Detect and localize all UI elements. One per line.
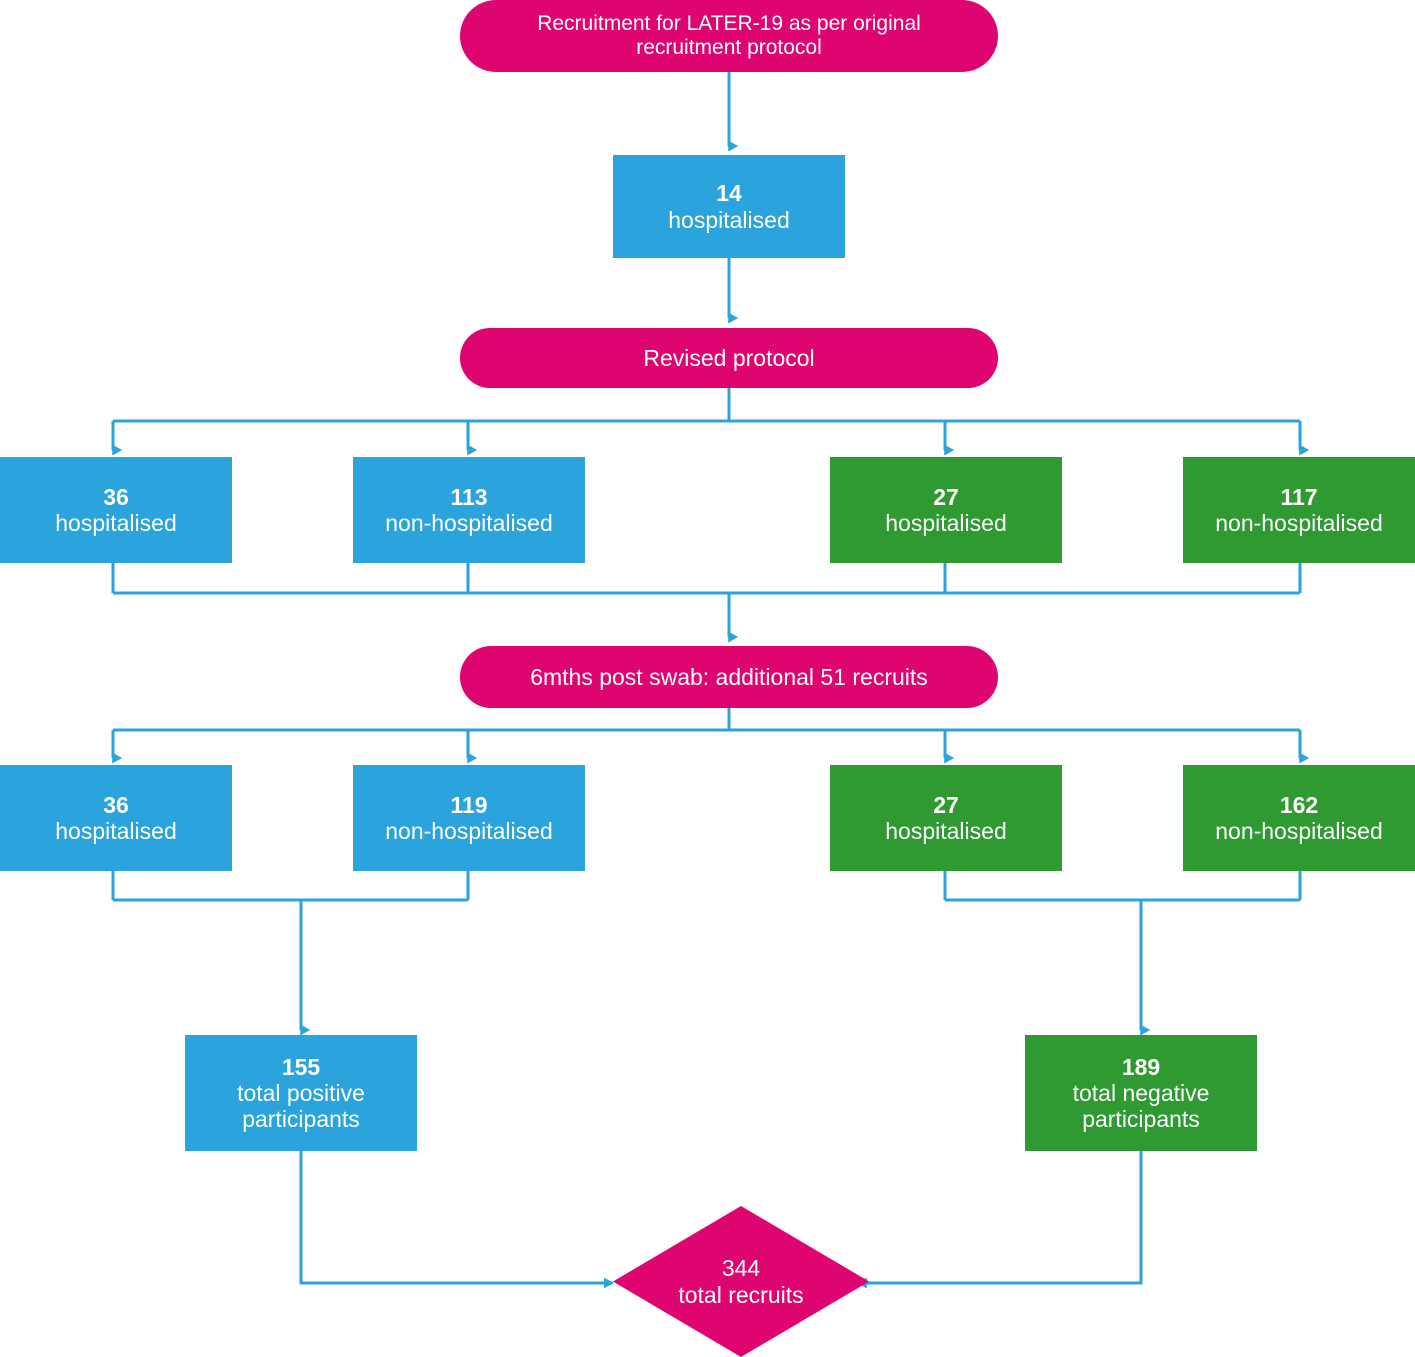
node-r2-neg-non-hospitalised-label: non-hospitalised [1215, 818, 1383, 844]
node-r2-pos-non-hospitalised-label: non-hospitalised [385, 818, 553, 844]
node-r2-pos-non-hospitalised[interactable]: 119 non-hospitalised [353, 765, 585, 871]
node-total-positive-label-2: participants [242, 1106, 360, 1133]
node-revised-protocol[interactable]: Revised protocol [460, 328, 998, 388]
node-recruitment-line-0: Recruitment for LATER-19 as per original [537, 12, 921, 36]
node-recruitment[interactable]: Recruitment for LATER-19 as per original… [460, 0, 998, 72]
node-total-recruits-text: total recruits [678, 1281, 804, 1308]
node-r1-pos-non-hospitalised-count: 113 [450, 483, 488, 510]
node-r1-neg-non-hospitalised-count: 117 [1280, 483, 1318, 510]
node-r2-neg-non-hospitalised[interactable]: 162 non-hospitalised [1183, 765, 1415, 871]
node-r1-neg-hospitalised-label: hospitalised [885, 510, 1007, 536]
edge-189-to-diamond [856, 1151, 1143, 1289]
diamond-shape [613, 1206, 869, 1357]
node-r1-pos-hospitalised[interactable]: 36 hospitalised [0, 457, 232, 563]
node-total-negative-label-2: participants [1082, 1106, 1200, 1133]
node-r1-neg-non-hospitalised-label: non-hospitalised [1215, 510, 1383, 536]
node-r1-pos-hospitalised-count: 36 [103, 483, 129, 510]
node-r1-pos-non-hospitalised[interactable]: 113 non-hospitalised [353, 457, 585, 563]
node-r2-pos-non-hospitalised-count: 119 [450, 791, 488, 818]
node-r2-pos-hospitalised-label: hospitalised [55, 818, 177, 844]
node-total-negative-label-1: total negative [1072, 1079, 1210, 1106]
node-total-positive[interactable]: 155 total positive participants [185, 1035, 417, 1151]
node-recruitment-line-1: recruitment protocol [636, 36, 822, 59]
node-r2-pos-hospitalised-count: 36 [103, 791, 129, 818]
node-total-recruits-label: 344 total recruits [613, 1206, 869, 1357]
node-total-negative-count: 189 [1121, 1053, 1161, 1080]
node-r2-pos-hospitalised[interactable]: 36 hospitalised [0, 765, 232, 871]
node-r2-neg-non-hospitalised-count: 162 [1279, 791, 1319, 818]
node-r2-neg-hospitalised[interactable]: 27 hospitalised [830, 765, 1062, 871]
node-total-recruits-count: 344 [721, 1255, 761, 1282]
node-total-negative[interactable]: 189 total negative participants [1025, 1035, 1257, 1151]
edge-155-to-diamond [299, 1151, 614, 1289]
node-total-recruits[interactable]: 344 total recruits [613, 1206, 869, 1357]
node-r2-neg-hospitalised-count: 27 [933, 791, 959, 818]
node-r1-neg-non-hospitalised[interactable]: 117 non-hospitalised [1183, 457, 1415, 563]
node-revised-protocol-label: Revised protocol [643, 344, 815, 371]
node-r1-pos-hospitalised-label: hospitalised [55, 510, 177, 536]
node-r2-neg-hospitalised-label: hospitalised [885, 818, 1007, 844]
node-total-positive-label-1: total positive [237, 1079, 365, 1106]
node-total-positive-count: 155 [281, 1053, 321, 1080]
node-six-months[interactable]: 6mths post swab: additional 51 recruits [460, 646, 998, 708]
node-initial-hospitalised-label: hospitalised [668, 206, 790, 233]
node-r1-neg-hospitalised[interactable]: 27 hospitalised [830, 457, 1062, 563]
node-initial-hospitalised[interactable]: 14 hospitalised [613, 155, 845, 258]
node-six-months-label: 6mths post swab: additional 51 recruits [530, 663, 928, 690]
node-initial-hospitalised-count: 14 [716, 180, 742, 207]
node-r1-pos-non-hospitalised-label: non-hospitalised [385, 510, 553, 536]
node-r1-neg-hospitalised-count: 27 [933, 483, 959, 510]
